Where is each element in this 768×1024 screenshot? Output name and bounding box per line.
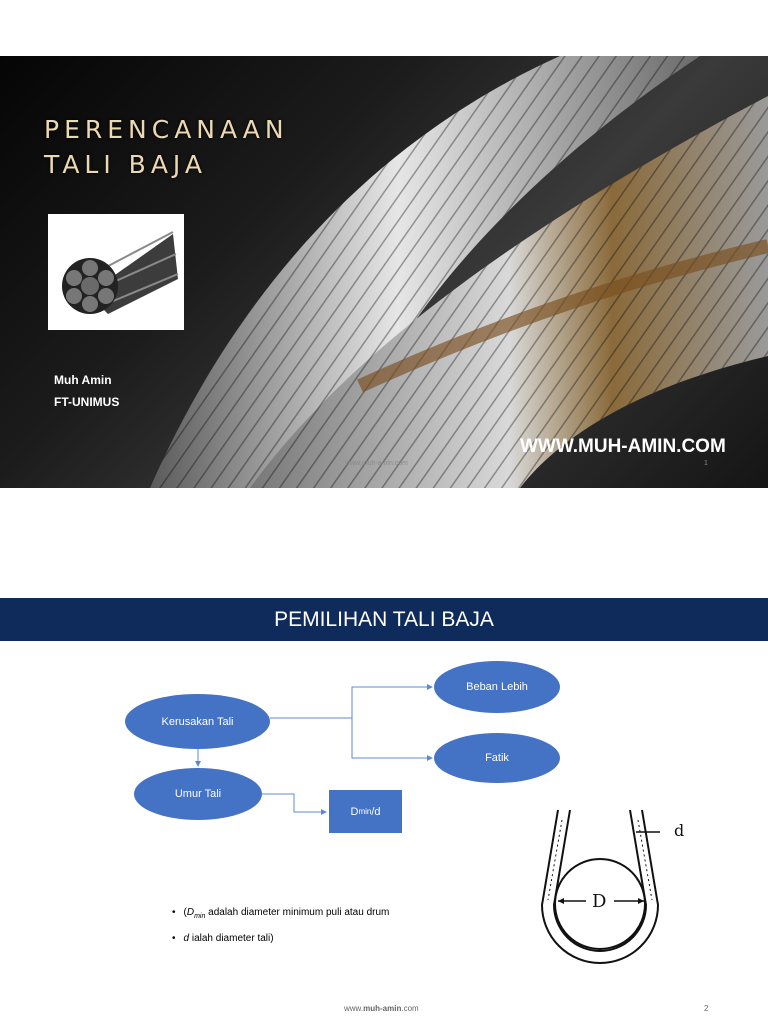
title-slide: PERENCANAAN TALI BAJA Muh Amin FT-UNIMUS… [0, 56, 768, 488]
author-name: Muh Amin [54, 373, 112, 387]
title-line-1: PERENCANAAN [44, 115, 289, 144]
node-fatik: Fatik [434, 733, 560, 783]
slide1-footer: www.muh-amin.com [345, 460, 409, 467]
title-banner: PEMILIHAN TALI BAJA [0, 598, 768, 641]
slide-title: PERENCANAAN TALI BAJA [44, 112, 289, 182]
flowchart-connectors [195, 684, 433, 815]
node-kerusakan-tali: Kerusakan Tali [125, 694, 270, 749]
steel-cable-background [150, 56, 768, 488]
connector-kerusakan-fatik [351, 718, 433, 761]
definition-list: • (Dmin adalah diameter minimum puli ata… [172, 902, 389, 950]
author-block: Muh Amin FT-UNIMUS [54, 369, 119, 413]
connector-kerusakan-beban [270, 684, 433, 719]
title-line-2: TALI BAJA [44, 150, 207, 179]
list-item: • d ialah diameter tali) [172, 933, 274, 944]
slide1-page-number: 1 [704, 460, 708, 467]
wire-rope-thumbnail [48, 214, 184, 330]
content-slide: PEMILIHAN TALI BAJA Kerusakan Tali Beban… [0, 598, 768, 1024]
author-affiliation: FT-UNIMUS [54, 395, 120, 409]
label-small-d: d [674, 821, 684, 840]
node-umur-tali: Umur Tali [134, 768, 262, 820]
connector-umur-ratio [262, 793, 327, 815]
label-big-d: D [592, 891, 606, 912]
list-item: • (Dmin adalah diameter minimum puli ata… [172, 907, 390, 920]
slide2-footer: www.muh-amin.com [344, 1004, 419, 1013]
wire-rope-cross-section-icon [62, 231, 179, 314]
website-label[interactable]: WWW.MUH-AMIN.COM [520, 436, 726, 457]
node-beban-lebih: Beban Lebih [434, 661, 560, 713]
slide2-page-number: 2 [704, 1004, 709, 1013]
slide2-title: PEMILIHAN TALI BAJA [274, 608, 494, 631]
sheave-diameter-figure: D d [540, 809, 684, 964]
